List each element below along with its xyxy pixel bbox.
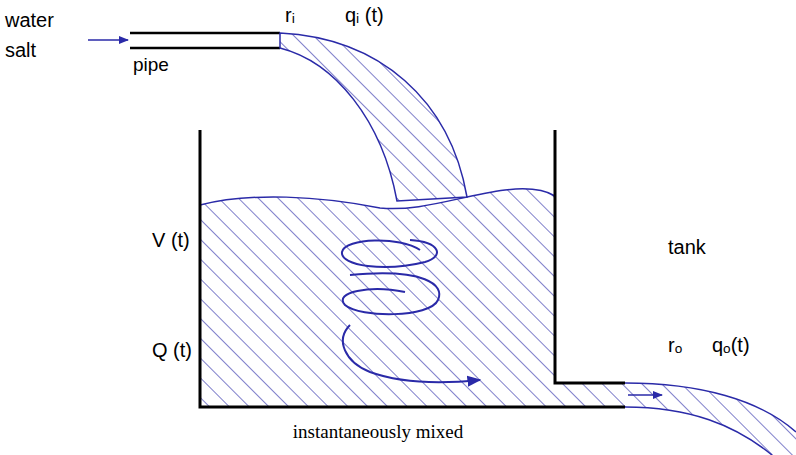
variable-label: rᵢ <box>285 3 295 27</box>
input-label: salt <box>5 38 36 62</box>
variable-label: V (t) <box>152 228 190 252</box>
caption-note: instantaneously mixed <box>293 421 463 444</box>
inflow-stream <box>280 33 467 201</box>
outflow-arrow <box>628 394 662 396</box>
tank-water <box>200 189 625 407</box>
pipe-wall <box>130 32 280 35</box>
variable-label: qₒ(t) <box>712 333 750 357</box>
input-label: water <box>5 8 54 32</box>
part-label: pipe <box>133 54 169 77</box>
mixing-swirl <box>342 240 480 382</box>
variable-label: rₒ <box>668 333 682 357</box>
inflow-arrow <box>88 39 128 41</box>
variable-label: Q (t) <box>152 338 192 362</box>
variable-label: qᵢ (t) <box>345 3 384 27</box>
water-surface <box>200 189 555 209</box>
tank-wall <box>200 130 625 407</box>
pipe-wall <box>130 47 280 50</box>
outflow-stream <box>625 383 796 455</box>
part-label: tank <box>668 235 706 259</box>
